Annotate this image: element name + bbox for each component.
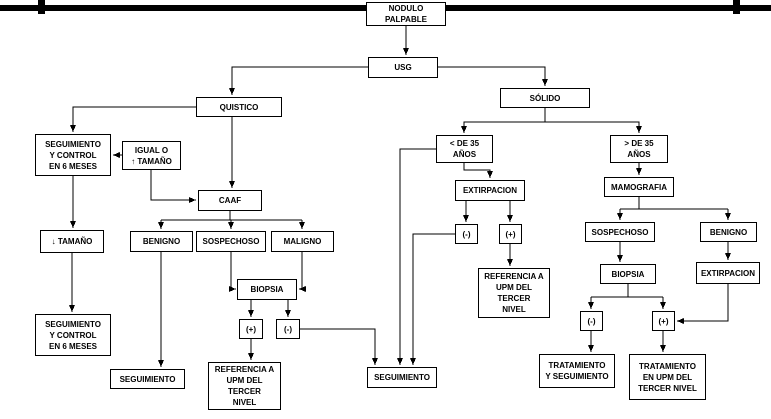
node-sospechoso-der: SOSPECHOSO (585, 222, 655, 242)
edge-maligno-biopsia (299, 252, 306, 292)
node-referencia-centro: REFERENCIA A UPM DEL TERCER NIVEL (478, 268, 550, 318)
edge-sospechoso-biopsia (229, 252, 236, 292)
node-negativo-der: (-) (580, 311, 603, 331)
edge-menor35-extirpacion (463, 163, 493, 178)
node-tratamiento-upm: TRATAMIENTO EN UPM DEL TERCER NIVEL (629, 354, 706, 400)
node-seguimiento-centro: SEGUIMIENTO (367, 367, 437, 388)
node-seguimiento-control-2: SEGUIMIENTO Y CONTROL EN 6 MESES (35, 314, 111, 356)
node-positivo-centro: (+) (499, 224, 522, 244)
node-negativo-izq: (-) (276, 319, 300, 339)
edge-quistico-seguimiento1 (70, 106, 196, 132)
node-caaf: CAAF (198, 190, 262, 211)
node-extirpacion-der: EXTIRPACION (696, 262, 760, 284)
edge-negativo-seguimiento-centro (300, 328, 378, 365)
edge-usg-solido (438, 66, 548, 86)
node-negativo-centro: (-) (455, 224, 478, 244)
edge-usg-quistico (229, 66, 368, 95)
node-maligno: MALIGNO (271, 231, 334, 252)
node-menos-tamano: ↓ TAMAÑO (40, 230, 104, 253)
right-border-tick (733, 0, 740, 14)
node-nodulo-palpable: NODULO PALPABLE (366, 2, 446, 26)
node-igual-o-mas-tamano: IGUAL O ↑ TAMAÑO (122, 141, 181, 170)
edge-negativo-centro-seguimiento (410, 233, 455, 365)
node-positivo-der: (+) (652, 311, 675, 331)
node-biopsia-der: BIOPSIA (600, 264, 656, 284)
node-extirpacion-centro: EXTIRPACION (455, 180, 525, 201)
node-usg: USG (368, 57, 438, 78)
node-quistico: QUISTICO (196, 97, 282, 117)
edge-igual-caaf (150, 170, 196, 203)
edge-menor35-seguimiento-centro (397, 148, 436, 365)
node-benigno-izq: BENIGNO (130, 231, 193, 252)
node-tratamiento-seguimiento: TRATAMIENTO Y SEGUIMIENTO (539, 354, 615, 388)
node-positivo-izq: (+) (239, 319, 263, 339)
node-benigno-der: BENIGNO (700, 222, 757, 242)
node-mayor-35: > DE 35 AÑOS (610, 135, 668, 163)
edge-extirpacion-der-positivo (677, 284, 729, 324)
edge-solido-mayor35 (545, 121, 642, 133)
node-solido: SÓLIDO (500, 88, 590, 108)
node-referencia-izq: REFERENCIA A UPM DEL TERCER NIVEL (208, 362, 281, 410)
node-biopsia-izq: BIOPSIA (237, 279, 297, 300)
node-menor-35: < DE 35 AÑOS (436, 135, 493, 163)
left-border-tick (38, 0, 45, 14)
node-mamografia: MAMOGRAFIA (604, 177, 674, 197)
node-sospechoso-izq: SOSPECHOSO (196, 231, 266, 252)
edge-solido-menor35 (461, 108, 546, 133)
node-seguimiento-izq: SEGUIMIENTO (110, 369, 185, 389)
node-seguimiento-control-1: SEGUIMIENTO Y CONTROL EN 6 MESES (35, 134, 111, 176)
